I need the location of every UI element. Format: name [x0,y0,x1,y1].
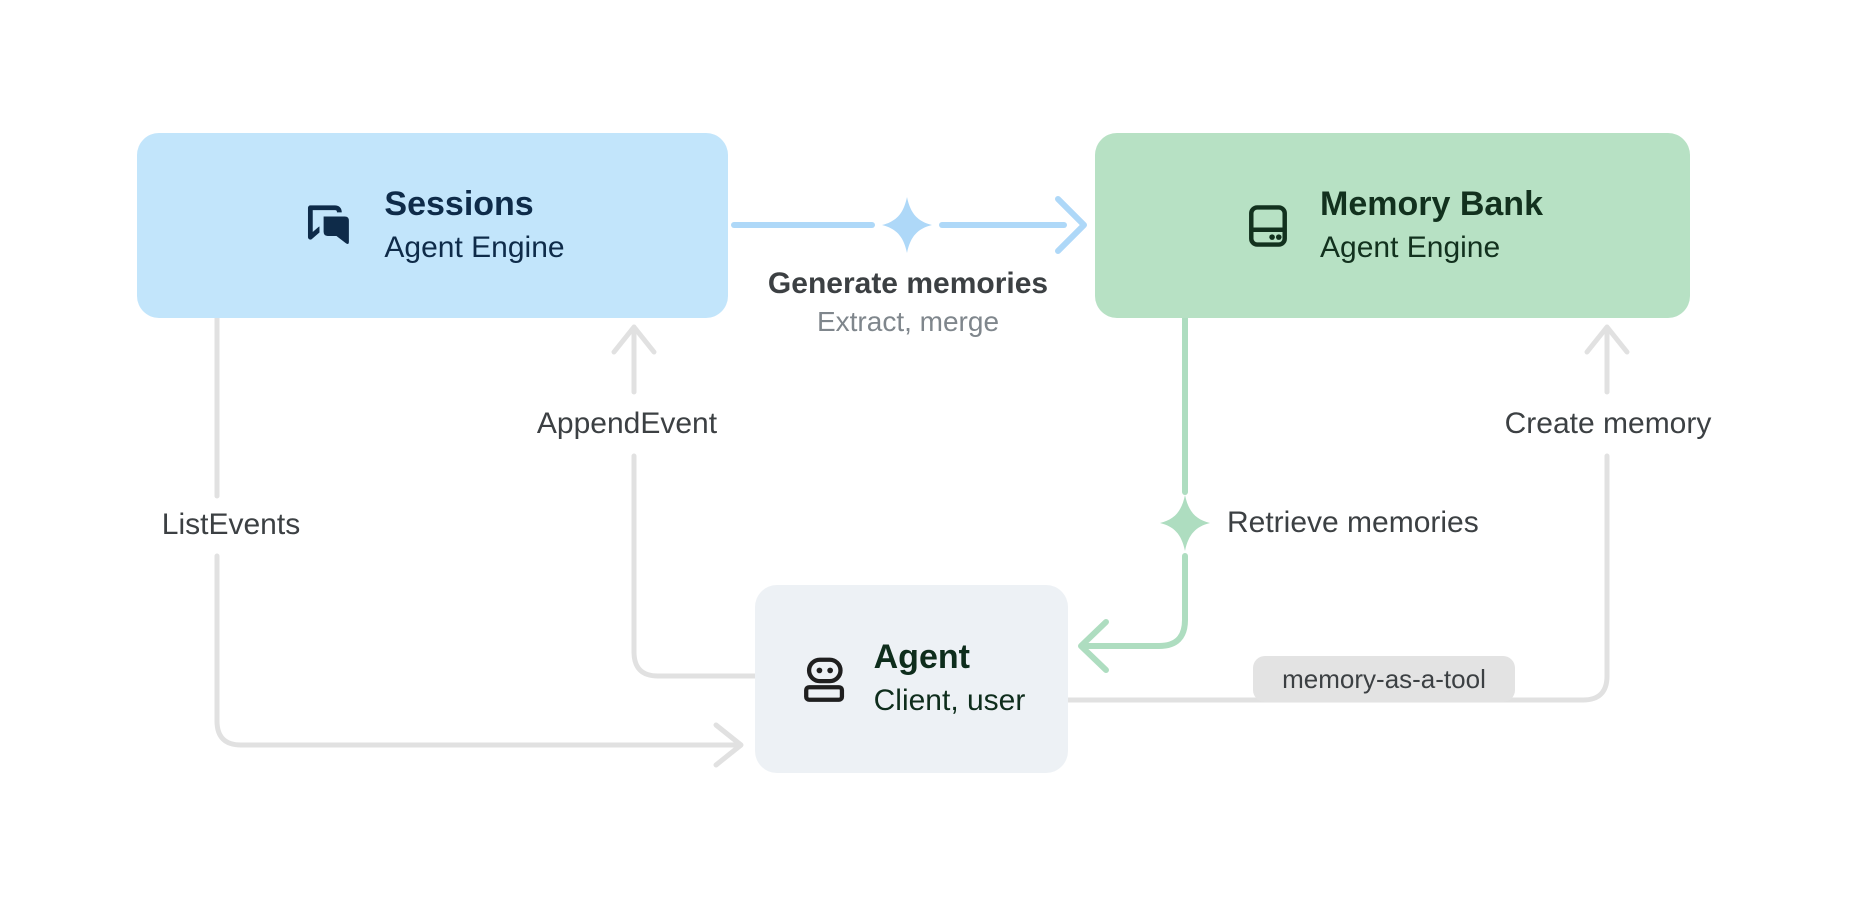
chat-bubbles-icon [300,197,358,255]
agent-title: Agent [873,638,970,676]
append-event-label: AppendEvent [526,405,728,443]
list-events-label: ListEvents [151,506,311,544]
sparkle-icon [1160,495,1210,551]
append-event-arrowhead [611,324,657,355]
node-agent: Agent Client, user [755,585,1068,773]
memory-bank-title: Memory Bank [1320,184,1543,223]
sessions-title: Sessions [384,184,534,223]
retrieve-memories-arrowhead [1078,619,1109,673]
list-events-line-lower [214,553,739,748]
node-memory-bank: Memory Bank Agent Engine [1095,133,1690,318]
create-memory-label: Create memory [1494,405,1722,443]
memory-storage-icon [1242,200,1294,252]
agent-subtitle: Client, user [873,684,1026,717]
sessions-subtitle: Agent Engine [384,230,565,264]
generate-memories-arrowhead [1055,196,1087,254]
generate-memories-label: Generate memories [767,267,1049,300]
retrieve-memories-line-lower [1081,553,1188,649]
memory-as-a-tool-badge: memory-as-a-tool [1253,656,1515,702]
robot-icon [798,654,848,704]
create-memory-arrowhead [1584,324,1630,355]
memory-bank-subtitle: Agent Engine [1320,230,1501,264]
list-events-arrowhead [713,722,744,768]
node-sessions: Sessions Agent Engine [137,133,728,318]
append-event-line-lower [631,453,758,679]
sparkle-icon [882,197,932,253]
retrieve-memories-label: Retrieve memories [1227,506,1479,539]
generate-memories-sublabel: Extract, merge [816,306,1000,337]
